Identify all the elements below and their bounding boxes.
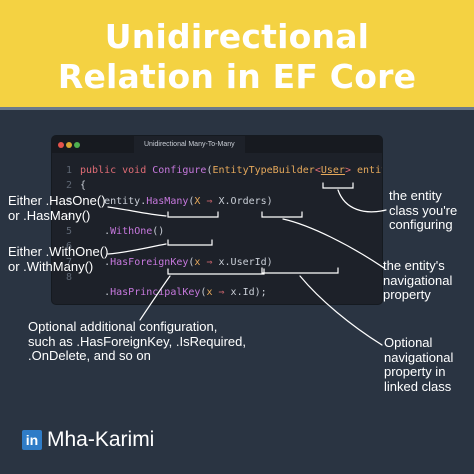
window-titlebar: Unidirectional Many-To-Many xyxy=(52,136,382,153)
minimize-dot-icon[interactable] xyxy=(66,142,72,148)
code-method: Configure xyxy=(152,165,207,176)
line-number: 1 xyxy=(65,165,72,176)
line-number: 6 xyxy=(65,241,72,253)
code-line: 4 xyxy=(52,209,382,224)
annotation-line: or .WithMany() xyxy=(8,258,94,274)
code-text: . xyxy=(80,287,111,299)
line-number: 9 xyxy=(52,301,72,304)
code-text: ( xyxy=(188,195,195,207)
annotation-line: class you're xyxy=(389,202,458,218)
annotation-line: .OnDelete, and so on xyxy=(28,348,151,363)
code-line: .HasPrincipalKey(x ⇒ x.Id); xyxy=(52,285,382,300)
code-method: HasMany xyxy=(146,195,189,207)
maximize-dot-icon[interactable] xyxy=(74,142,80,148)
code-line: 1 public void Configure(EntityTypeBuilder… xyxy=(52,163,382,178)
annotation-line: property xyxy=(383,287,431,302)
code-line: 8 xyxy=(52,270,382,285)
line-number: 7 xyxy=(65,256,72,268)
annotation-line: Either .HasOne() xyxy=(8,193,106,208)
code-operator: ⇒ xyxy=(200,256,219,268)
annotation-line: or .HasMany() xyxy=(8,207,91,223)
code-line: 7 .HasForeignKey(x ⇒ x.UserId) xyxy=(52,255,382,270)
code-text: x.UserId) xyxy=(218,256,273,268)
code-text: . xyxy=(80,256,111,268)
code-line: 9 xyxy=(52,301,382,304)
code-keyword: public void xyxy=(80,165,153,176)
annotation-line: property in xyxy=(384,364,446,379)
code-line: 3 entity.HasMany(X ⇒ X.Orders) xyxy=(52,194,382,209)
annotation-line: navigational xyxy=(384,349,454,365)
code-text: () xyxy=(152,226,165,238)
code-text: ( xyxy=(188,256,195,268)
annotation-line: the entity's xyxy=(383,258,445,273)
line-number: 4 xyxy=(65,210,72,222)
annotation-optional-nav: Optional navigational property in linked… xyxy=(384,335,454,394)
annotation-optional-config: Optional additional configuration, such … xyxy=(28,319,246,364)
code-type: EntityTypeBuilder xyxy=(212,165,315,176)
code-text: entity. xyxy=(80,195,147,207)
code-param: X xyxy=(194,195,201,207)
code-line: 6 xyxy=(52,239,382,254)
annotation-line: such as .HasForeignKey, .IsRequired, xyxy=(28,333,246,349)
close-dot-icon[interactable] xyxy=(58,142,64,148)
author-name[interactable]: Mha-Karimi xyxy=(47,428,155,451)
annotation-line: Either .WithOne() xyxy=(8,244,109,259)
annotation-line: the entity xyxy=(389,188,442,203)
annotation-entity-class: the entity class you're configuring xyxy=(389,188,458,233)
annotation-line: configuring xyxy=(389,217,453,232)
linkedin-icon[interactable]: in xyxy=(22,430,42,450)
code-method: HasPrincipalKey xyxy=(110,287,201,299)
annotation-withone-withmany: Either .WithOne() or .WithMany() xyxy=(8,244,109,274)
code-punct: < xyxy=(314,165,321,176)
code-text: . xyxy=(80,226,111,238)
annotation-line: Optional additional configuration, xyxy=(28,319,218,334)
code-method: WithOne xyxy=(110,226,153,238)
line-number: 2 xyxy=(65,180,72,192)
annotation-line: linked class xyxy=(384,378,452,394)
annotation-hasone-hasmany: Either .HasOne() or .HasMany() xyxy=(8,193,106,223)
annotation-nav-property: the entity's navigational property xyxy=(383,258,453,303)
line-number: 5 xyxy=(65,226,72,238)
code-text: x.Id); xyxy=(230,287,267,299)
annotation-line: navigational xyxy=(383,272,453,288)
code-punct: > xyxy=(344,165,351,176)
author-brand: in Mha-Karimi xyxy=(22,428,154,452)
code-operator: ⇒ xyxy=(200,195,219,207)
code-operator: ⇒ xyxy=(212,287,231,299)
code-param: entity xyxy=(357,165,382,176)
code-punct: ( xyxy=(206,165,213,176)
code-param: x xyxy=(194,256,201,268)
code-line: 5 .WithOne() xyxy=(52,224,382,239)
code-text: ( xyxy=(200,287,207,299)
annotation-line: Optional xyxy=(384,335,433,350)
code-text: X.Orders) xyxy=(218,195,273,207)
title-banner: Unidirectional Relation in EF Core xyxy=(0,0,474,110)
title-line-2: Relation in EF Core xyxy=(57,57,417,96)
code-method: HasForeignKey xyxy=(110,256,189,268)
code-line: 2{ xyxy=(52,178,382,193)
code-type: User xyxy=(320,165,345,176)
editor-tab[interactable]: Unidirectional Many-To-Many xyxy=(134,136,245,153)
line-number: 8 xyxy=(65,272,72,284)
code-text: { xyxy=(80,180,87,192)
line-number: 3 xyxy=(65,195,72,207)
title-line-1: Unidirectional xyxy=(104,17,370,56)
code-param: x xyxy=(206,287,213,299)
